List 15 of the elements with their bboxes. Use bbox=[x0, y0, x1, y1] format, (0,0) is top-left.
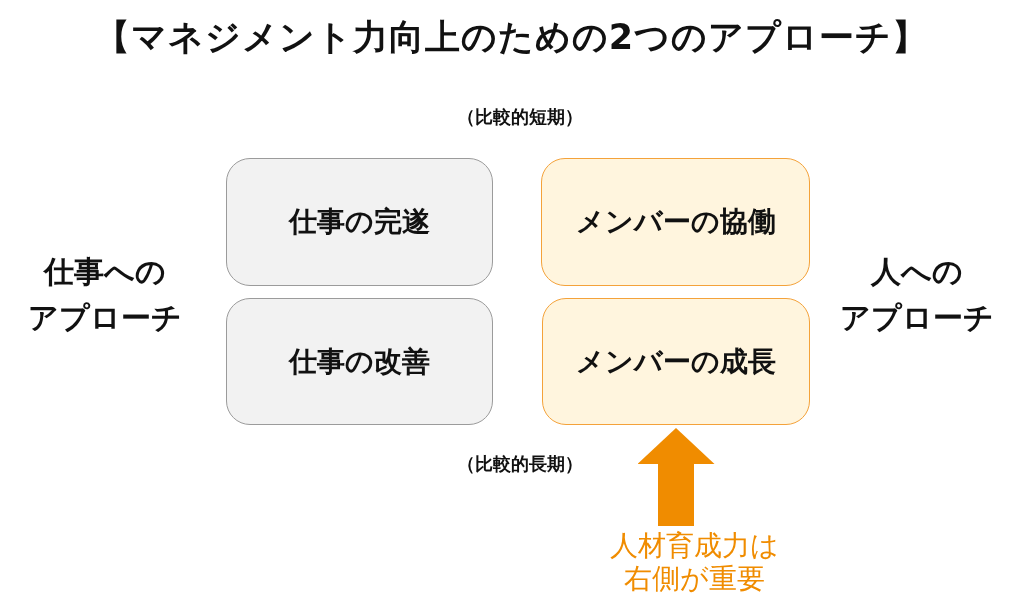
card bbox=[226, 298, 493, 425]
note-text: 人材育成力は右側が重要 bbox=[602, 529, 786, 595]
card-label: メンバーの成長 bbox=[576, 344, 776, 379]
card bbox=[226, 158, 493, 286]
card bbox=[541, 158, 810, 286]
card bbox=[542, 298, 810, 425]
period-label: （比較的長期） bbox=[457, 452, 583, 476]
period-label: （比較的短期） bbox=[457, 105, 583, 129]
axis-label: 人へのアプローチ bbox=[839, 253, 995, 337]
card-label: 仕事の改善 bbox=[289, 344, 430, 379]
axis-label: 仕事へのアプローチ bbox=[27, 253, 183, 337]
title: 【マネジメント力向上のための2つのアプローチ】 bbox=[94, 16, 929, 59]
card-label: 仕事の完遂 bbox=[289, 205, 430, 239]
card-label: メンバーの協働 bbox=[575, 205, 776, 239]
arrow bbox=[637, 428, 715, 526]
